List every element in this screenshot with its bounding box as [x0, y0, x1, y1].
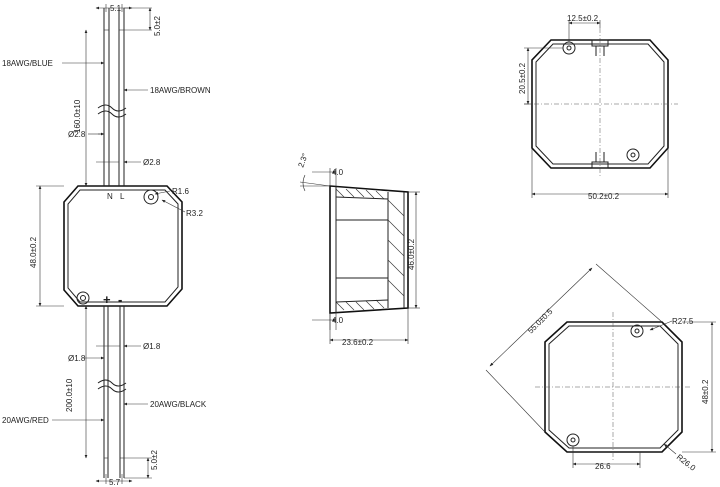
label-20awg-black: 20AWG/BLACK — [150, 400, 207, 409]
dim-side-depth: 23.6±0.2 — [342, 338, 374, 347]
dim-rotated-height: 48±0.2 — [701, 379, 710, 404]
dim-draft-angle: 2.3° — [296, 152, 309, 169]
label-18awg-blue: 18AWG/BLUE — [2, 59, 53, 68]
rotated-hole-2 — [566, 433, 580, 447]
sign-plus: + — [103, 292, 111, 307]
terminal-n: N — [107, 192, 113, 201]
dim-diagonal: 55.0±0.5 — [526, 307, 555, 336]
sign-minus: - — [118, 292, 122, 307]
front-hole-top — [143, 189, 159, 205]
dim-hole-spacing: 20.5±0.2 — [518, 62, 527, 94]
top-view: 12.5±0.2 20.5±0.2 50.2±0.2 — [518, 14, 678, 201]
dim-dia-left-top: Ø2.8 — [68, 130, 86, 139]
label-20awg-red: 20AWG/RED — [2, 416, 49, 425]
dim-radius-bottom: R26.0 — [675, 452, 698, 473]
dim-radius-top: R27.5 — [672, 317, 694, 326]
dim-length-top: 160.0±10 — [73, 99, 82, 133]
dim-dia-left-bottom: Ø1.8 — [68, 354, 86, 363]
top-wires — [97, 8, 127, 186]
front-view: 5.1 5.0±2 18AWG/BLUE 18AWG/BROWN 160.0±1… — [2, 4, 211, 487]
dim-wall-top: 4.0 — [332, 168, 344, 177]
side-view: 2.3° 4.0 46.0±0.2 4.0 23.6±0.2 — [296, 152, 420, 347]
front-body-outline — [63, 185, 183, 307]
dim-rotated-width: 26.6 — [595, 462, 611, 471]
front-hole-bottom — [76, 291, 90, 305]
bottom-wires — [97, 306, 127, 478]
dim-hole-offset: 12.5±0.2 — [567, 14, 599, 23]
top-view-outline — [531, 39, 669, 169]
dim-wall-bottom: 4.0 — [332, 316, 344, 325]
dim-top-width: 50.2±0.2 — [588, 192, 620, 201]
dim-wire-pitch-top: 5.1 — [110, 4, 122, 13]
dim-wire-pitch-bottom: 5.7 — [109, 478, 121, 487]
dim-dia-right-bottom: Ø1.8 — [143, 342, 161, 351]
dim-side-height: 46.0±0.2 — [407, 238, 416, 270]
dim-corner-radius: R3.2 — [186, 209, 203, 218]
side-wall-hatch — [335, 188, 405, 311]
label-18awg-brown: 18AWG/BROWN — [150, 86, 211, 95]
side-body-outline — [329, 185, 409, 314]
rotated-view: 55.0±0.5 R27.5 48±0.2 R26.0 26.6 — [485, 263, 716, 473]
terminal-l: L — [120, 192, 125, 201]
rotated-view-outline — [544, 321, 683, 453]
dim-body-height: 48.0±0.2 — [29, 236, 38, 268]
dim-hole-radius: R1.6 — [172, 187, 189, 196]
rotated-hole-1 — [630, 324, 644, 338]
dim-wire-end-top: 5.0±2 — [153, 15, 162, 36]
dim-dia-right-top: Ø2.8 — [143, 158, 161, 167]
front-body-inner — [67, 189, 179, 303]
dim-length-bottom: 200.0±10 — [65, 378, 74, 412]
dim-wire-end-bottom: 5.0±2 — [150, 449, 159, 470]
top-view-hole-2 — [626, 148, 640, 162]
